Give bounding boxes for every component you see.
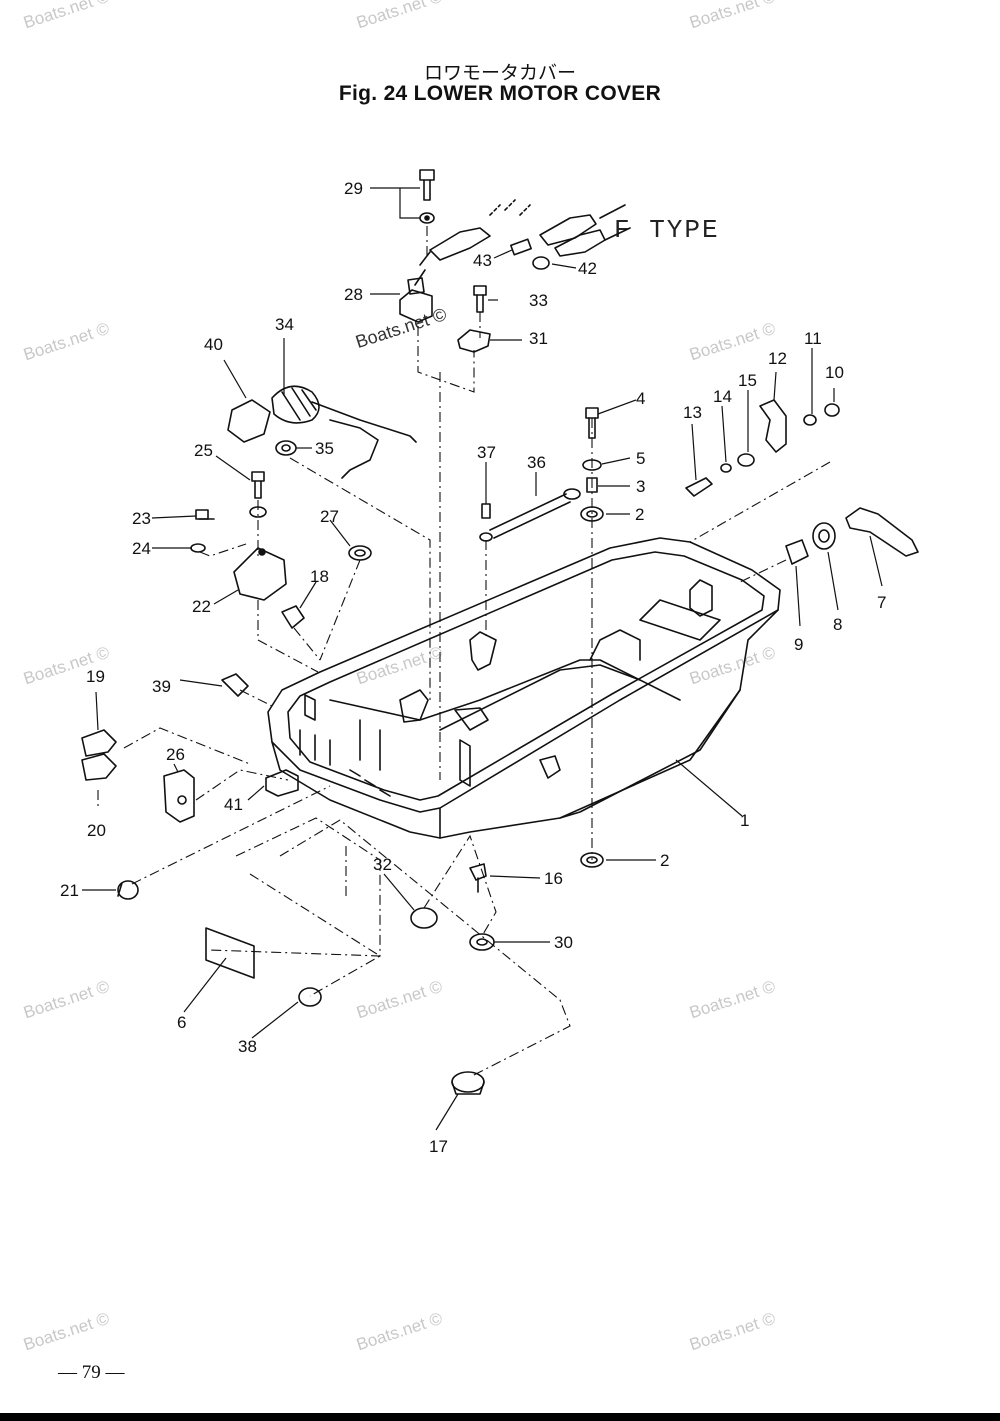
- figure-title-japanese: ロワモータカバー: [423, 62, 576, 84]
- callout-9: 9: [794, 635, 803, 654]
- part-37-36: [469, 488, 581, 671]
- callout-36: 36: [527, 453, 546, 472]
- part-33-31: [457, 285, 491, 353]
- callout-29: 29: [344, 179, 363, 198]
- callout-37: 37: [477, 443, 496, 462]
- bottom-border: [0, 1413, 1000, 1421]
- variant-label: F TYPE: [614, 215, 720, 245]
- callout-2-bottom: 2: [660, 851, 669, 870]
- callout-13: 13: [683, 403, 702, 422]
- callout-26: 26: [166, 745, 185, 764]
- assembly-lines: [97, 226, 831, 1077]
- callout-3: 3: [636, 477, 645, 496]
- callout-39: 39: [152, 677, 171, 696]
- callout-31: 31: [529, 329, 548, 348]
- callout-33: 33: [529, 291, 548, 310]
- callout-labels: 1 2 2 3 4 5 6 7 8 9 10 11 12 13 14 15 16…: [60, 179, 886, 1156]
- part-25-23-24-22: [190, 471, 287, 601]
- callout-8: 8: [833, 615, 842, 634]
- callout-7: 7: [877, 593, 886, 612]
- wire-connectors: [414, 199, 631, 286]
- callout-15: 15: [738, 371, 757, 390]
- callout-41: 41: [224, 795, 243, 814]
- callout-34: 34: [275, 315, 294, 334]
- callout-16: 16: [544, 869, 563, 888]
- part-6-label: [205, 927, 255, 979]
- part-plugs: [117, 852, 604, 1095]
- callout-22: 22: [192, 597, 211, 616]
- part-lever-assembly: [685, 399, 840, 497]
- page-number: — 79 —: [58, 1362, 125, 1383]
- part-19-20-26-41-39: [81, 673, 299, 823]
- callout-19: 19: [86, 667, 105, 686]
- callout-43: 43: [473, 251, 492, 270]
- callout-28: 28: [344, 285, 363, 304]
- callout-21: 21: [60, 881, 79, 900]
- leader-lines: [82, 187, 883, 1131]
- callout-11: 11: [804, 329, 822, 348]
- callout-42: 42: [578, 259, 597, 278]
- callout-24: 24: [132, 539, 151, 558]
- callout-14: 14: [713, 387, 732, 406]
- figure-title: Fig. 24 LOWER MOTOR COVER: [338, 82, 662, 105]
- part-34-40-35: [227, 385, 417, 479]
- callout-12: 12: [768, 349, 787, 368]
- callout-4: 4: [636, 389, 645, 408]
- part-29-screw: [419, 169, 435, 224]
- callout-17: 17: [429, 1137, 448, 1156]
- callout-25: 25: [194, 441, 213, 460]
- part-27-18: [281, 545, 372, 629]
- callout-10: 10: [825, 363, 844, 382]
- callout-35: 35: [315, 439, 334, 458]
- lower-cover-body: [267, 537, 781, 839]
- part-28-bracket: [399, 277, 433, 323]
- callout-5: 5: [636, 449, 645, 468]
- callout-27: 27: [320, 507, 339, 526]
- callout-1: 1: [740, 811, 749, 830]
- callout-2: 2: [635, 505, 644, 524]
- callout-32: 32: [373, 855, 392, 874]
- callout-40: 40: [204, 335, 223, 354]
- callout-23: 23: [132, 509, 151, 528]
- callout-18: 18: [310, 567, 329, 586]
- callout-6: 6: [177, 1013, 186, 1032]
- callout-38: 38: [238, 1037, 257, 1056]
- callout-20: 20: [87, 821, 106, 840]
- part-9-8-7: [785, 507, 919, 565]
- callout-30: 30: [554, 933, 573, 952]
